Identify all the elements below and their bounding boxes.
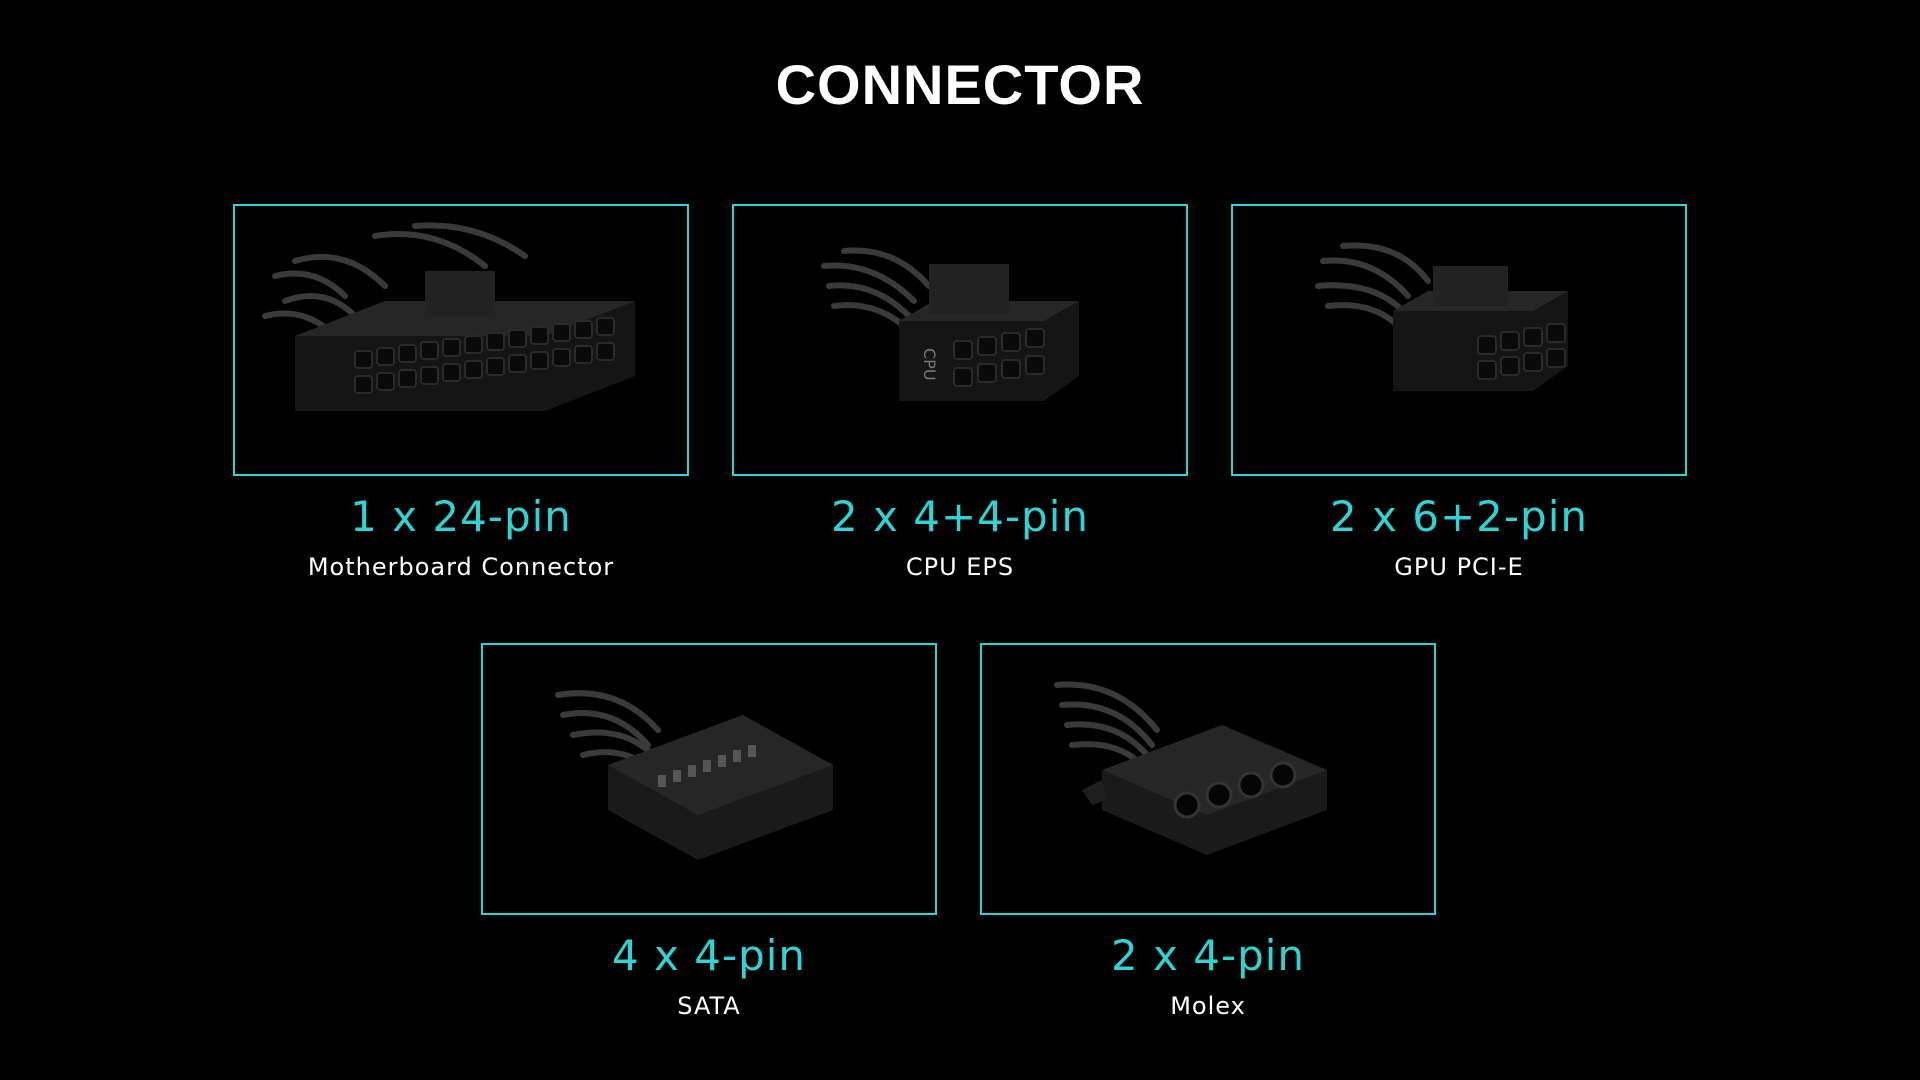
24-pin-connector-image [262,222,635,411]
connector-description: SATA [677,992,741,1020]
pin-count: 2 x 4+4-pin [830,492,1090,541]
connector-description: Molex [1170,992,1246,1020]
cpu-eps-connector-image: CPU [821,247,1079,401]
connector-card-molex: 2 x 4-pin Molex [980,643,1436,1020]
pin-count: 2 x 6+2-pin [1329,492,1589,541]
page-title: CONNECTOR [775,53,1145,116]
connector-image-frame: CPU [732,204,1188,476]
pin-count: 2 x 4-pin [1110,931,1306,980]
connector-description: GPU PCI-E [1394,553,1524,581]
connector-card-sata: 4 x 4-pin SATA [481,643,937,1020]
pin-count: 4 x 4-pin [611,931,807,980]
connector-image-frame [980,643,1436,915]
cpu-embossed-label: CPU [920,348,939,381]
connector-card-gpu-pcie: 2 x 6+2-pin GPU PCI-E [1231,204,1687,581]
connector-description: CPU EPS [905,553,1015,581]
connector-description: Motherboard Connector [307,553,615,581]
molex-connector-image [1054,681,1327,855]
connector-image-frame [233,204,689,476]
connector-image-frame [481,643,937,915]
pcie-connector-image [1315,242,1568,391]
pin-count: 1 x 24-pin [350,492,572,541]
connector-image-frame [1231,204,1687,476]
connector-card-cpu-eps: CPU 2 x 4+4-pin CPU EPS [732,204,1188,581]
sata-connector-image [555,690,833,860]
connector-card-24-pin: 1 x 24-pin Motherboard Connector [233,204,689,581]
